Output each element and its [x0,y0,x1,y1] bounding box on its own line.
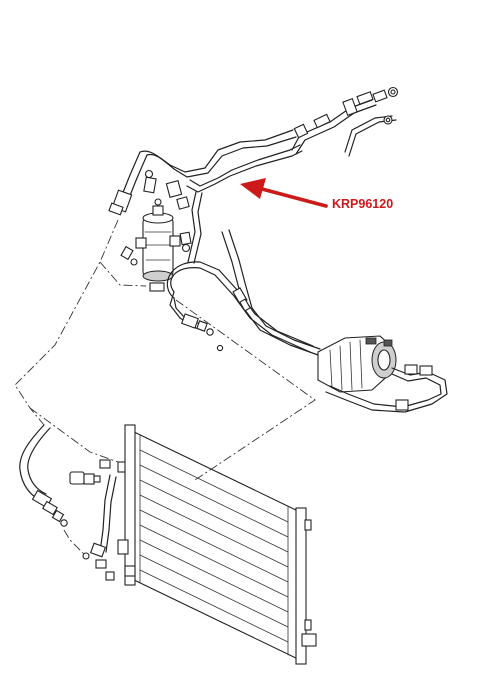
condenser [117,424,317,665]
suction-hose-assembly [108,129,303,264]
leader-lines [14,219,316,557]
discharge-hose [19,424,68,527]
lower-pipe-fittings [82,474,117,581]
callout-arrow [240,178,328,208]
upper-right-pipe-fittings [291,86,399,157]
compressor [317,335,448,413]
part-number-label: KRP96120 [332,197,394,211]
liquid-line [166,229,321,356]
receiver-drier [120,198,192,292]
